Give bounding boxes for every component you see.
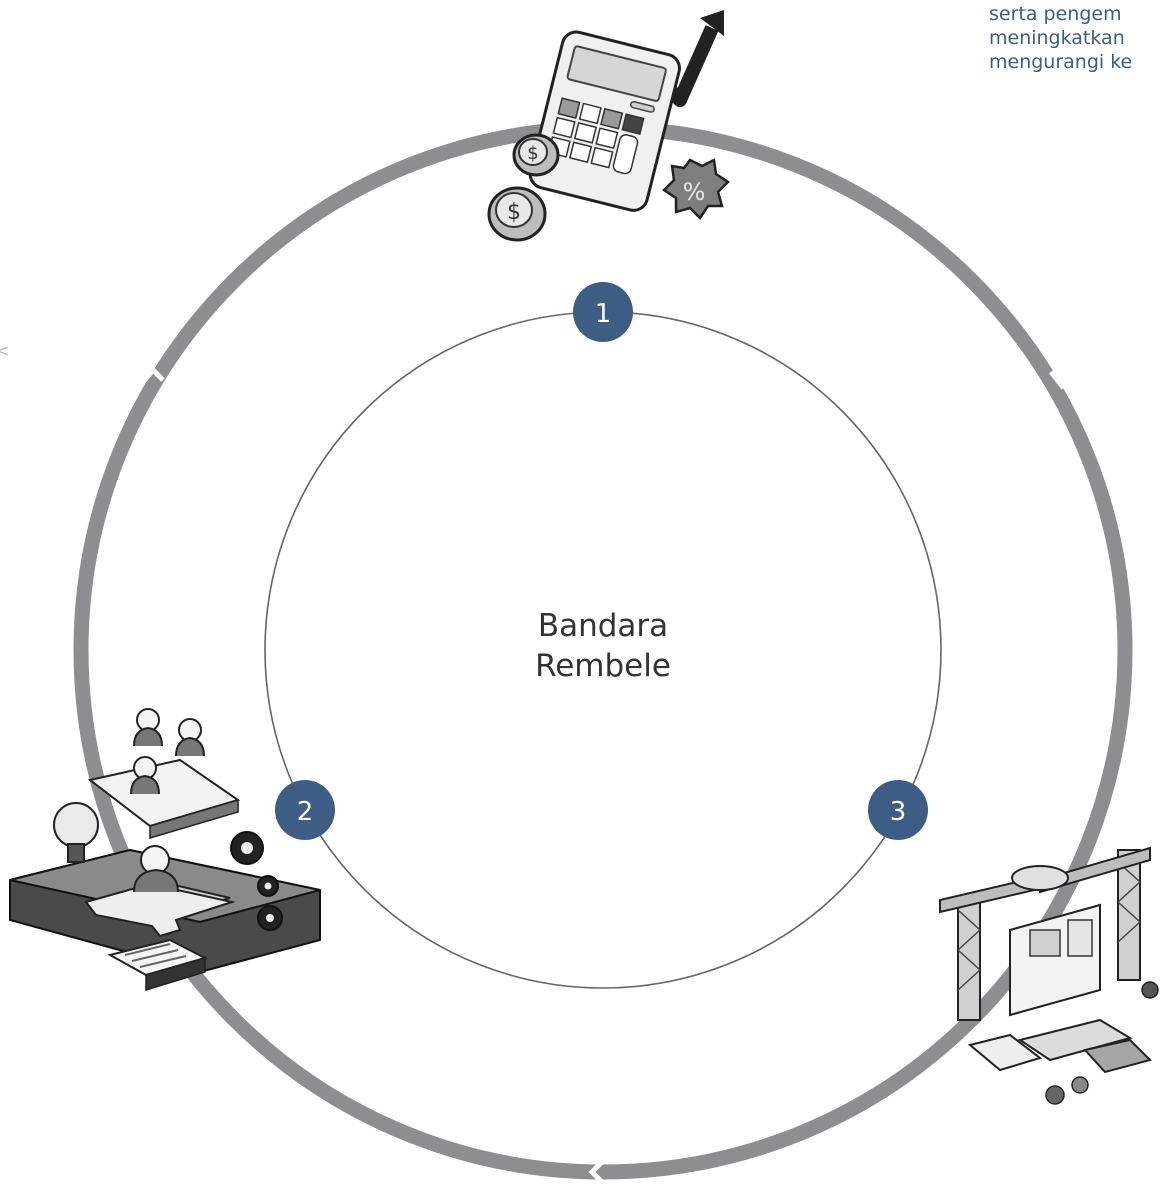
corner-text-line-3: mengurangi ke — [989, 51, 1133, 73]
corner-description: serta pengem meningkatkan mengurangi ke — [989, 2, 1132, 74]
calculator-finance-icon: $ $ % — [487, 10, 730, 242]
svg-text:$: $ — [527, 143, 538, 164]
corner-text-line-1: serta pengem — [989, 3, 1122, 25]
center-title-line-1: Bandara — [537, 608, 669, 644]
step-number-1: 1 — [595, 299, 612, 329]
edge-chevron: < — [0, 341, 10, 360]
center-title: Bandara Rembele — [453, 606, 753, 686]
step-badge-3: 3 — [868, 780, 928, 840]
step-number-3: 3 — [890, 797, 907, 827]
step-badge-2: 2 — [275, 780, 335, 840]
svg-text:%: % — [683, 178, 706, 206]
step-number-2: 2 — [297, 797, 314, 827]
ring-arrow-left — [141, 366, 165, 384]
teamwork-puzzle-icon — [9, 708, 321, 992]
construction-interface-icon — [939, 846, 1159, 1105]
ring-arrow-right — [1049, 370, 1076, 390]
svg-text:$: $ — [507, 200, 521, 225]
corner-text-line-2: meningkatkan — [989, 27, 1125, 49]
center-title-line-2: Rembele — [535, 648, 671, 684]
step-badge-1: 1 — [573, 282, 633, 342]
ring-arrow-bottom — [588, 1158, 606, 1186]
